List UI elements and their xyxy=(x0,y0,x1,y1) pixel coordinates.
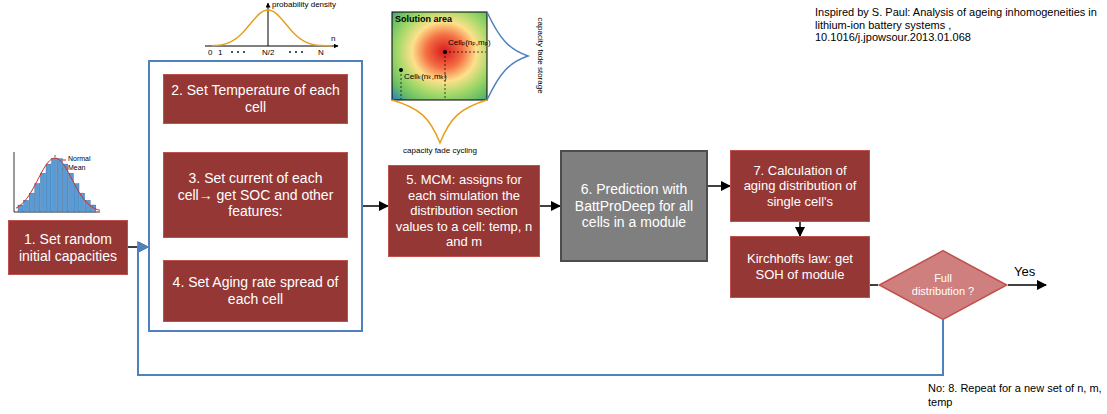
connector xyxy=(540,205,560,207)
connector xyxy=(799,222,801,236)
axis-dot xyxy=(231,51,233,53)
axis-title: probability density xyxy=(272,0,336,9)
process-box: Kirchhoffs law: get SOH of module xyxy=(730,236,870,298)
axis-name: capacity fade cycling xyxy=(398,146,482,155)
solution-area xyxy=(392,12,487,100)
node-text: 1. Set random initial capacities xyxy=(15,231,121,265)
histogram-bar xyxy=(29,193,34,212)
decision-diamond: Full distribution ? xyxy=(878,250,1008,320)
axis-tick: 0 xyxy=(208,48,212,57)
process-box: 3. Set current of each cell→ get SOC and… xyxy=(163,152,348,238)
heatmap-figure xyxy=(392,12,528,143)
axis-dot xyxy=(243,51,245,53)
connector xyxy=(708,185,730,187)
exit-arrow xyxy=(1008,284,1046,286)
node-text: 6. Prediction with BattProDeep for all c… xyxy=(568,181,700,231)
cycling-curve xyxy=(392,100,487,143)
cell-dot xyxy=(443,50,447,54)
leader-line xyxy=(401,70,402,99)
diamond-shape xyxy=(879,251,1006,320)
axis-name: n xyxy=(331,34,335,43)
histogram-bar xyxy=(68,173,73,212)
gaussian-figure xyxy=(205,3,338,53)
connector xyxy=(138,247,943,375)
storage-curve xyxy=(487,12,528,100)
axis-tick: N xyxy=(318,48,324,57)
density-curve xyxy=(212,10,332,46)
axis-name: capacity fade storage xyxy=(535,6,544,106)
connector xyxy=(363,205,388,207)
cell-label: Cellₚ(nₚ,mₚ) xyxy=(448,38,491,47)
node-text: 5. MCM: assigns for each simulation the … xyxy=(395,172,533,250)
process-box: 4. Set Aging rate spread of each cell xyxy=(163,260,348,322)
node-text: 7. Calculation of aging distribution of … xyxy=(737,163,863,210)
process-box: 5. MCM: assigns for each simulation the … xyxy=(388,165,540,257)
process-box: 2. Set Temperature of each cell xyxy=(163,74,348,124)
axis-tick: 1 xyxy=(218,48,222,57)
histogram-figure xyxy=(14,152,100,212)
cell-dot xyxy=(399,68,403,72)
cell-label: Cellₖ(nₖ,mₖ) xyxy=(404,72,447,81)
histogram-axis xyxy=(14,152,15,212)
axis-dot xyxy=(237,51,239,53)
group-frame: 2. Set Temperature of each cell 3. Set cu… xyxy=(148,60,363,332)
histogram-bar xyxy=(63,164,68,212)
histogram-bar xyxy=(40,173,45,212)
axis-dot xyxy=(295,51,297,53)
node-text: 3. Set current of each cell→ get SOC and… xyxy=(170,170,341,220)
process-box: 7. Calculation of aging distribution of … xyxy=(730,150,870,222)
branch-label: Yes xyxy=(1014,265,1035,280)
connector xyxy=(870,284,878,286)
model-box: 6. Prediction with BattProDeep for all c… xyxy=(560,150,708,262)
histogram-bar xyxy=(46,164,51,212)
node-text: Full distribution ? xyxy=(908,272,978,298)
histogram-bar xyxy=(52,159,57,212)
histogram-bar xyxy=(35,184,40,212)
node-text: Kirchhoffs law: get SOH of module xyxy=(737,251,863,282)
edge-label: No: 8. Repeat for a new set of n, m, tem… xyxy=(928,382,1103,410)
legend-text: Mean xyxy=(68,164,86,172)
normal-curve xyxy=(16,158,100,210)
leader-line xyxy=(445,52,486,53)
axis-dot xyxy=(289,51,291,53)
histogram-bar xyxy=(57,159,62,212)
node-text: 2. Set Temperature of each cell xyxy=(170,82,341,116)
legend-text: Normal xyxy=(68,155,91,163)
figure-title: Solution area xyxy=(395,14,452,24)
axis-dot xyxy=(301,51,303,53)
axis-tick: N/2 xyxy=(262,48,274,57)
citation-note: Inspired by S. Paul: Analysis of ageing … xyxy=(815,6,1100,44)
node-text: 4. Set Aging rate spread of each cell xyxy=(170,274,341,308)
process-box: 1. Set random initial capacities xyxy=(8,220,128,275)
